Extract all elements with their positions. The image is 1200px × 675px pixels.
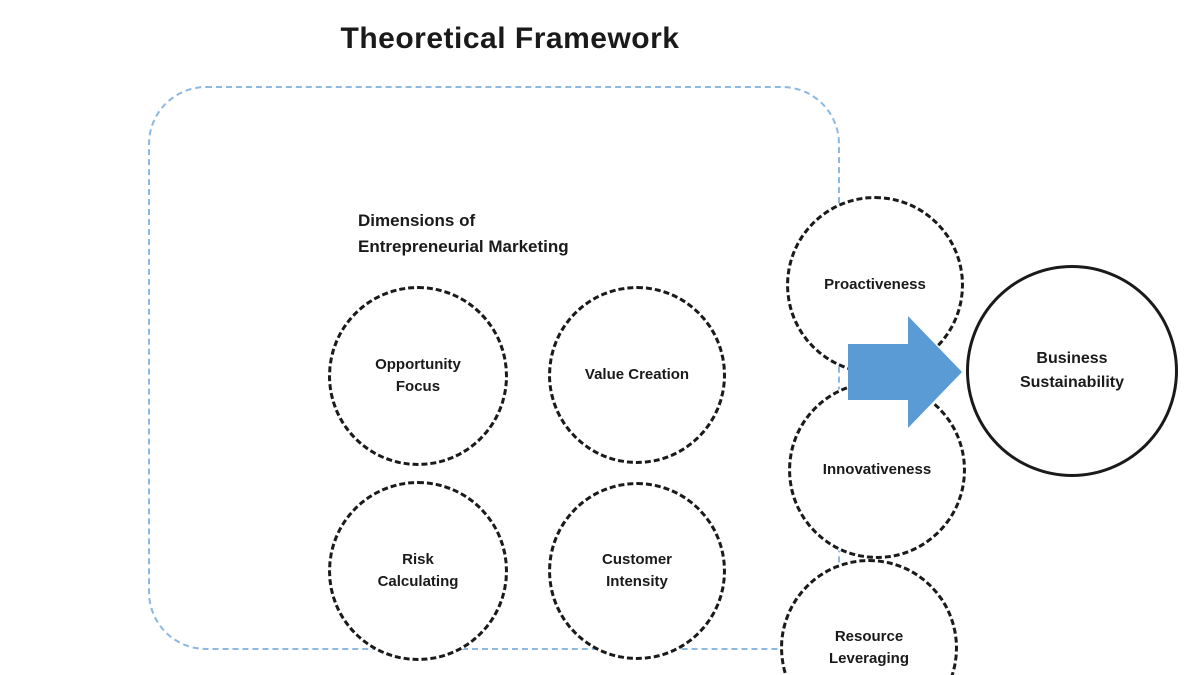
- circle-business-sustainability-label: Business Sustainability: [1020, 347, 1124, 395]
- circle-customer-intensity-label: Customer Intensity: [602, 549, 672, 593]
- dimensions-heading: Dimensions of Entrepreneurial Marketing: [358, 208, 569, 260]
- circle-innovativeness: Innovativeness: [788, 381, 966, 559]
- circle-opportunity-focus-label: Opportunity Focus: [375, 354, 461, 398]
- circle-value-creation-label: Value Creation: [585, 364, 689, 386]
- circle-innovativeness-label: Innovativeness: [823, 459, 931, 481]
- label-line: Business: [1036, 350, 1108, 367]
- flow-arrow-right-icon: [848, 316, 962, 428]
- circle-risk-calculating-label: Risk Calculating: [378, 549, 459, 593]
- circle-business-sustainability: Business Sustainability: [966, 265, 1178, 477]
- circle-opportunity-focus: Opportunity Focus: [328, 286, 508, 466]
- label-line: Resource: [834, 628, 904, 645]
- label-line: Sustainability: [1019, 374, 1125, 391]
- label-line: Innovativeness: [822, 461, 932, 478]
- label-line: Leveraging: [828, 650, 910, 667]
- label-line: Opportunity: [375, 356, 461, 373]
- circle-resource-leveraging: Resource Leveraging: [780, 559, 958, 675]
- circle-value-creation: Value Creation: [548, 286, 726, 464]
- label-line: Value Creation: [584, 366, 690, 383]
- label-line: Proactiveness: [824, 276, 926, 293]
- page-title: Theoretical Framework: [340, 22, 680, 55]
- circle-risk-calculating: Risk Calculating: [328, 481, 508, 661]
- arrow-shape: [848, 316, 962, 428]
- circle-resource-leveraging-label: Resource Leveraging: [829, 626, 909, 670]
- dimensions-heading-line-2: Entrepreneurial Marketing: [358, 237, 569, 256]
- label-line: Calculating: [377, 573, 459, 590]
- label-line: Focus: [395, 378, 441, 395]
- dimensions-container: Dimensions of Entrepreneurial Marketing …: [148, 86, 966, 675]
- label-line: Customer: [601, 551, 672, 568]
- circle-customer-intensity: Customer Intensity: [548, 482, 726, 660]
- label-line: Intensity: [606, 573, 668, 590]
- circle-proactiveness-label: Proactiveness: [824, 274, 926, 296]
- dimensions-heading-line-1: Dimensions of: [358, 211, 476, 230]
- label-line: Risk: [402, 551, 434, 568]
